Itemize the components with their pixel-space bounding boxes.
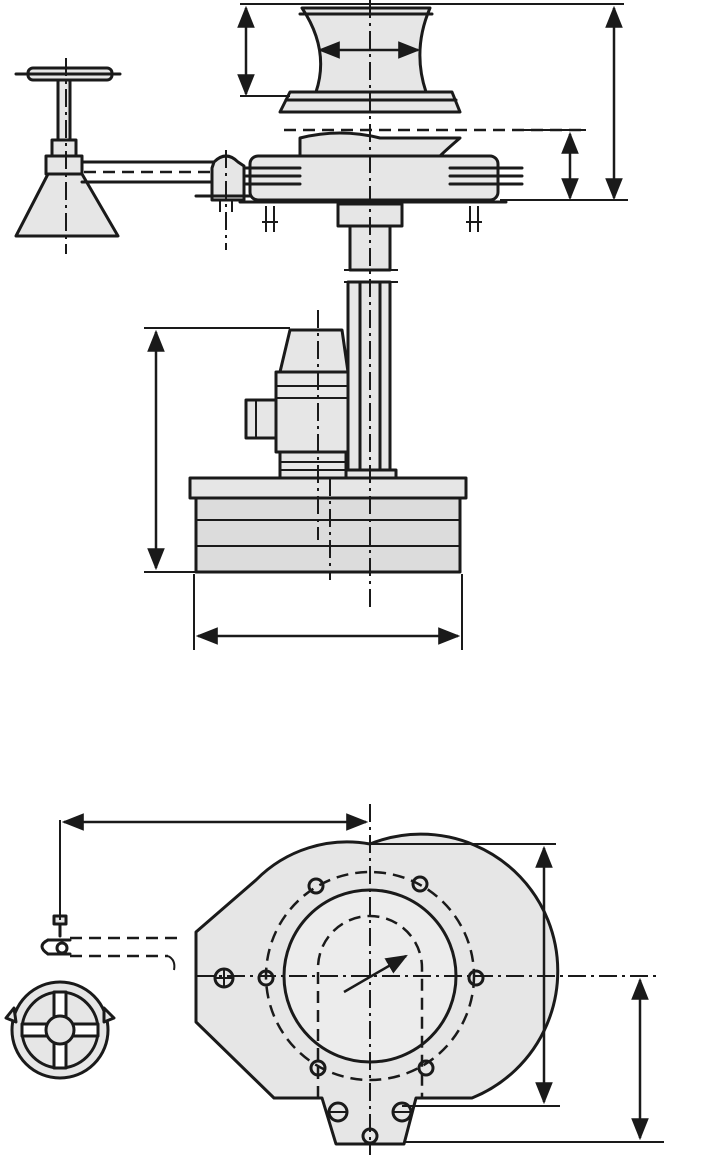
foundation-base	[188, 476, 468, 580]
inner-recess	[316, 914, 424, 1098]
brake-linkage	[80, 150, 252, 250]
electric-motor	[244, 328, 350, 480]
brake-lever-plan	[40, 820, 178, 971]
side-elevation	[14, 0, 628, 650]
dimensions-plan	[61, 813, 664, 1143]
plan-view	[4, 804, 664, 1155]
dimensions-elevation	[144, 3, 628, 650]
bolt-holes	[213, 875, 485, 1145]
gear-housing	[238, 131, 524, 232]
hand-brake	[14, 58, 122, 254]
brake-wheel-plan	[4, 980, 116, 1080]
radius-arrow	[343, 954, 408, 994]
